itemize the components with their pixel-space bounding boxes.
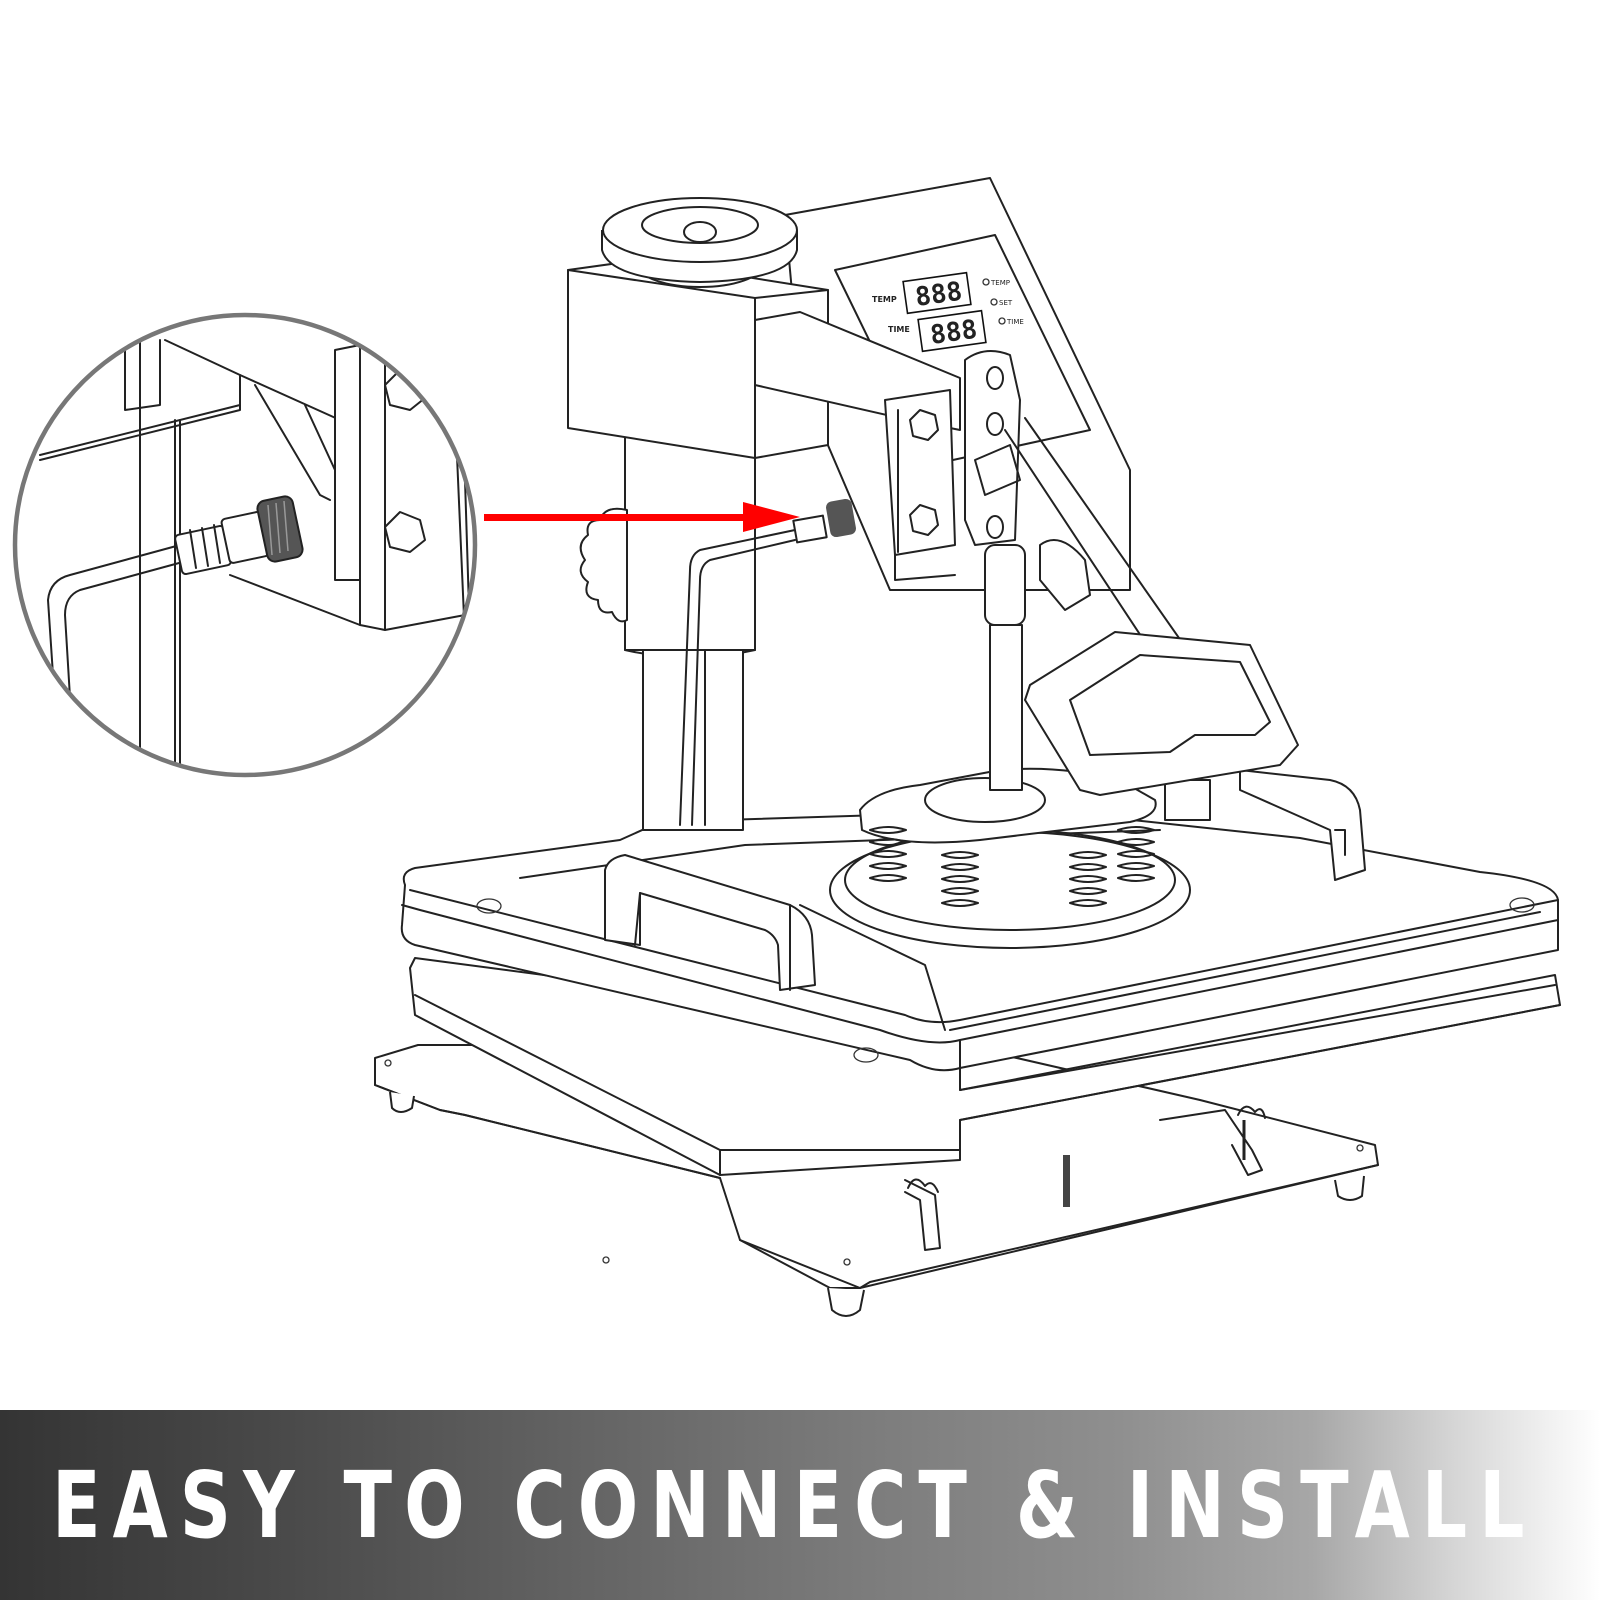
zoom-callout: [12, 312, 478, 778]
svg-text:TIME: TIME: [888, 325, 910, 334]
svg-text:SET: SET: [999, 299, 1013, 307]
platen-handle-right: [1164, 769, 1366, 881]
svg-text:TIME: TIME: [1006, 318, 1024, 326]
svg-text:888: 888: [913, 277, 964, 313]
screw-icon: [476, 897, 1535, 1063]
product-illustration: 888 TEMP 888 TIME TEMP SET TIME: [12, 177, 1561, 1317]
support-column: [579, 419, 796, 831]
callout-arrow: [484, 502, 800, 532]
cable-connector: [792, 498, 856, 544]
caption-title: EASY TO CONNECT & INSTALL: [52, 1452, 1537, 1559]
pressure-knob: [601, 197, 798, 288]
svg-text:888: 888: [928, 315, 979, 351]
springs: [869, 826, 1155, 907]
platen-handle-left: [604, 854, 816, 991]
temperature-display: 888 TEMP: [872, 271, 972, 315]
lever-linkage: [964, 350, 1299, 796]
svg-text:TEMP: TEMP: [872, 295, 897, 304]
indicator-lights: TEMP SET TIME: [982, 278, 1024, 326]
callout-ring: [12, 312, 478, 778]
spring-assembly: [829, 767, 1191, 949]
caption-banner: EASY TO CONNECT & INSTALL: [0, 1410, 1600, 1600]
press-handle: [1024, 631, 1299, 796]
time-display: 888 TIME: [888, 309, 987, 353]
connector-detail: [174, 495, 304, 576]
hex-bolt-icon: [909, 409, 939, 536]
svg-text:TEMP: TEMP: [990, 279, 1010, 287]
